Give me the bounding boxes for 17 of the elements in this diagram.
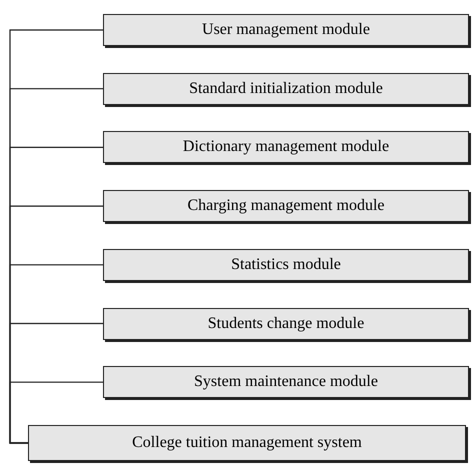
- module-box: [103, 308, 469, 340]
- module-box: [103, 190, 469, 222]
- module-box: [28, 425, 466, 461]
- module-label: System maintenance module: [194, 373, 378, 392]
- module-label: Standard initialization module: [189, 80, 383, 98]
- connector-line: [9, 382, 103, 444]
- module-label: College tuition management system: [132, 434, 362, 452]
- module-label: Statistics module: [231, 256, 341, 274]
- module-box: [103, 366, 469, 398]
- module-box: [103, 14, 469, 46]
- module-box: [103, 131, 469, 164]
- module-box: [103, 248, 469, 281]
- module-box: [103, 72, 469, 105]
- module-label: Students change module: [208, 314, 364, 332]
- module-label: Charging management module: [188, 197, 384, 216]
- module-label: User management module: [202, 21, 370, 39]
- module-label: Dictionary management module: [182, 138, 390, 156]
